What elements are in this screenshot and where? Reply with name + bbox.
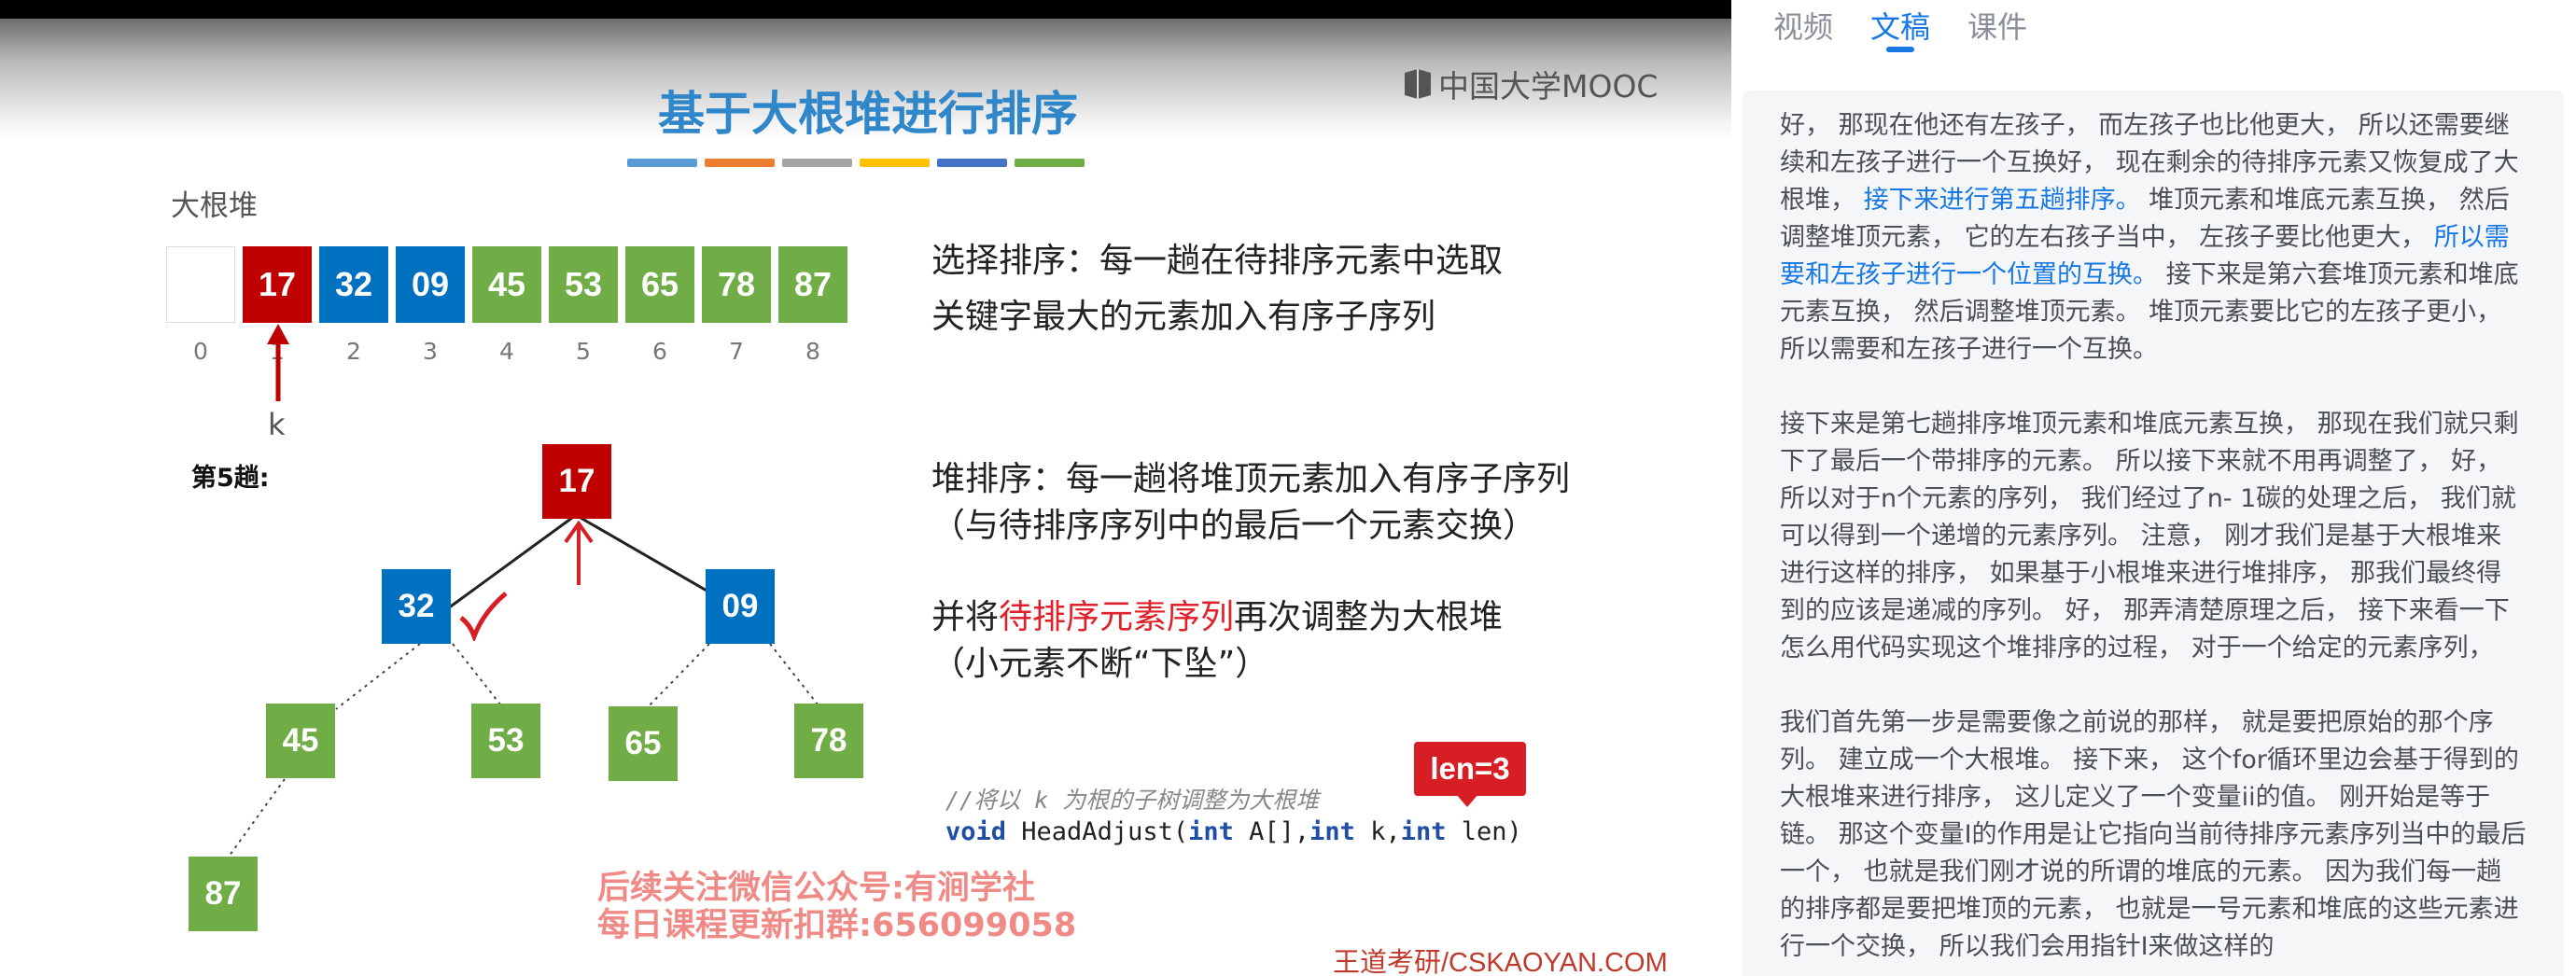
code-kw-int2: int [1309, 817, 1355, 846]
tree-node-left-right: 53 [471, 704, 540, 778]
mooc-logo-text: 中国大学MOOC [1438, 68, 1659, 105]
array-cell: 32 [319, 246, 388, 323]
tree-node-right: 09 [706, 569, 775, 644]
transcript-text: 好， 那现在他还有左孩子， 而左孩子也比他更大， 所以还需要继续和左孩子进行一个… [1780, 111, 2519, 215]
panel-tabs: 视频 文稿 课件 [1773, 0, 2027, 65]
array-index: 8 [805, 338, 820, 365]
array-index: 5 [576, 338, 591, 365]
heap-sort-line4: （小元素不断“下坠”） [931, 645, 1269, 683]
array-cell: 17 [243, 246, 312, 323]
color-bar-segment [705, 159, 775, 167]
tree-node-left: 32 [382, 569, 451, 644]
heap-sort-line1: 堆排序：每一趟将堆顶元素加入有序子序列 [931, 460, 1571, 498]
tab-transcript[interactable]: 文稿 [1870, 0, 1930, 65]
tab-video[interactable]: 视频 [1773, 9, 1834, 45]
code-comment: //将以 k 为根的子树调整为大根堆 [945, 787, 1320, 814]
select-sort-line2: 关键字最大的元素加入有序子序列 [931, 298, 1436, 336]
len-badge-tail [1456, 794, 1478, 807]
array-index: 7 [729, 338, 744, 365]
tab-courseware[interactable]: 课件 [1967, 9, 2028, 45]
transcript-highlight[interactable]: 所以需要和左孩子进行一个位置的互换。 [1780, 223, 2510, 289]
transcript-text: 接下来是第六套堆顶元素和堆底元素互换， 然后调整堆顶元素。 堆顶元素要比它的左孩… [1780, 260, 2519, 364]
check-mark-icon [459, 592, 508, 641]
select-sort-line1: 选择排序：每一趟在待排序元素中选取 [931, 242, 1504, 280]
array-cell: 53 [549, 246, 618, 323]
watermark-line1: 后续关注微信公众号:有涧学社 [597, 870, 1035, 907]
heap-sort-line2: （与待排序序列中的最后一个元素交换） [931, 507, 1537, 545]
code-p3: len) [1446, 817, 1522, 846]
tree-node-right-left: 65 [609, 706, 678, 781]
transcript-text: 我们首先第一步是需要像之前说的那样， 就是要把原始的那个序列。 建立成一个大根堆… [1780, 708, 2527, 961]
mooc-logo-icon [1405, 69, 1431, 99]
slide-header-shade [0, 19, 1731, 140]
mooc-logo: 中国大学MOOC [1403, 62, 1658, 106]
slide-title: 基于大根堆进行排序 [658, 87, 1078, 141]
tree-node-left-left-left: 87 [189, 857, 258, 931]
color-bar-segment [627, 159, 697, 167]
heap-sort-line3: 并将待排序元素序列再次调整为大根堆 [931, 590, 1503, 646]
round-label: 第5趟: [191, 464, 270, 493]
heap-sort-line3-prefix: 并将 [931, 598, 1000, 636]
code-signature: void HeadAdjust(int A[],int k,int len) [945, 817, 1522, 846]
color-bar-segment [937, 159, 1007, 167]
tree-node-right-right: 78 [794, 704, 863, 778]
side-panel: 视频 文稿 课件 好， 那现在他还有左孩子， 而左孩子也比他更大， 所以还需要继… [1731, 0, 2576, 976]
swap-arrow-icon [564, 520, 594, 585]
len-badge: len=3 [1414, 742, 1526, 796]
array-index: 3 [423, 338, 438, 365]
k-pointer-label: k [268, 407, 286, 442]
array-index: 0 [193, 338, 208, 365]
color-bar-segment [860, 159, 930, 167]
array-cell: 45 [472, 246, 541, 323]
code-kw-int1: int [1188, 817, 1234, 846]
array-cell: 09 [396, 246, 465, 323]
transcript-text: 堆顶元素和堆底元素互换， 然后调整堆顶元素， 它的左右孩子当中， 左孩子要比他更… [1780, 186, 2510, 252]
watermark: 后续关注微信公众号:有涧学社 每日课程更新扣群:656099058 [597, 870, 1076, 944]
transcript-paragraph: 我们首先第一步是需要像之前说的那样， 就是要把原始的那个序列。 建立成一个大根堆… [1780, 704, 2527, 966]
heap-sort-line3-highlight: 待排序元素序列 [999, 598, 1235, 636]
active-tab-indicator [1886, 47, 1915, 52]
code-p1: A[], [1233, 817, 1310, 846]
array-index: 6 [652, 338, 667, 365]
transcript-paragraph: 接下来是第七趟排序堆顶元素和堆底元素互换， 那现在我们就只剩下了最后一个带排序的… [1780, 406, 2527, 667]
array-cell: 78 [702, 246, 771, 323]
transcript-paragraph: 好， 那现在他还有左孩子， 而左孩子也比他更大， 所以还需要继续和左孩子进行一个… [1780, 107, 2527, 369]
tree-node-left-left: 45 [266, 704, 335, 778]
tab-transcript-label: 文稿 [1870, 9, 1931, 45]
tree-node-root: 17 [542, 444, 611, 519]
code-kw-int3: int [1400, 817, 1447, 846]
array-cell [166, 246, 235, 323]
heap-tree-edges [228, 513, 822, 857]
k-pointer-arrow-icon [267, 324, 289, 401]
transcript-highlight[interactable]: 接下来进行第五趟排序。 [1863, 186, 2141, 215]
array-index: 4 [499, 338, 514, 365]
code-p2: k, [1354, 817, 1401, 846]
code-kw-void: void [945, 817, 1007, 846]
color-bar-segment [782, 159, 852, 167]
transcript-box[interactable]: 好， 那现在他还有左孩子， 而左孩子也比他更大， 所以还需要继续和左孩子进行一个… [1743, 91, 2564, 976]
video-top-bar [0, 0, 1731, 19]
array-cell: 87 [778, 246, 847, 323]
heap-sort-line3-suffix: 再次调整为大根堆 [1234, 598, 1504, 636]
heap-label: 大根堆 [171, 189, 258, 223]
array-index: 2 [346, 338, 361, 365]
watermark-line2: 每日课程更新扣群:656099058 [597, 907, 1077, 944]
slide-source: 王道考研/CSKAOYAN.COM [1333, 948, 1668, 976]
transcript-text: 接下来是第七趟排序堆顶元素和堆底元素互换， 那现在我们就只剩下了最后一个带排序的… [1780, 410, 2519, 662]
title-color-bar [627, 159, 1085, 167]
code-fn: HeadAdjust( [1006, 817, 1189, 846]
array-cell: 65 [625, 246, 694, 323]
color-bar-segment [1015, 159, 1085, 167]
